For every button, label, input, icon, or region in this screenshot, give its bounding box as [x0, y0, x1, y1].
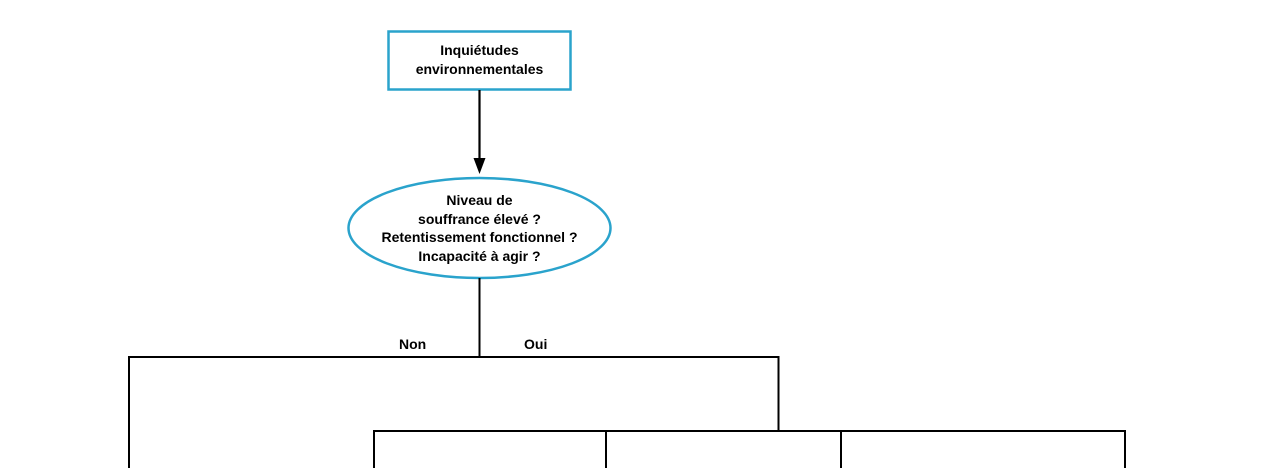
decision-line-1: Niveau de — [446, 192, 513, 208]
decision-node-label: Niveau de souffrance élevé ? Retentissem… — [339, 191, 620, 265]
decision-line-4: Incapacité à agir ? — [418, 247, 541, 264]
decision-line-2: souffrance élevé ? — [418, 210, 541, 227]
decision-line-3: Retentissement fonctionnel ? — [381, 229, 578, 245]
branch-label-oui: Oui — [524, 336, 548, 352]
branch-label-non: Non — [399, 336, 427, 352]
arrowhead-icon — [473, 158, 486, 174]
start-node-line-1: Inquiétudes — [440, 42, 519, 58]
start-node-box — [387, 30, 572, 91]
start-node-label: Inquiétudes environnementales — [389, 41, 570, 79]
start-node-line-2: environnementales — [415, 61, 544, 77]
